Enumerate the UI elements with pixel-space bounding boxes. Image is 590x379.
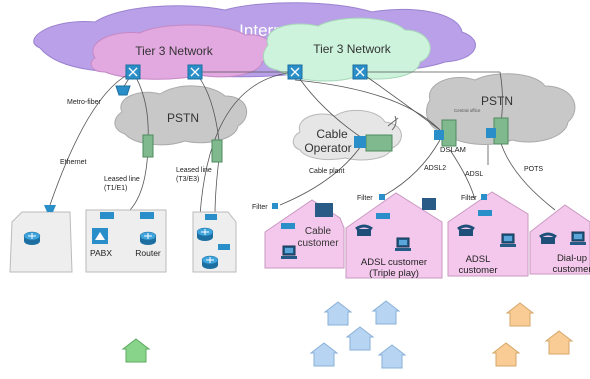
central-office-switch-icon	[434, 117, 509, 147]
cable-plant-label: Cable plant	[309, 168, 344, 175]
metro-fiber-switch-icon	[115, 85, 131, 96]
green-house-icon	[122, 338, 150, 363]
orange-house-cluster-icon	[492, 302, 573, 367]
cable-operator-head-end-icon	[354, 115, 399, 152]
dslam-label: DSLAM	[440, 145, 466, 154]
adsl-customer-label-1: ADSL	[466, 254, 491, 265]
leased-t1-label-1: Leased line	[104, 176, 140, 183]
tier3-left-label: Tier 3 Network	[135, 44, 214, 58]
tier3-right-router-icon	[287, 64, 303, 80]
dialup-customer-label-1: Dial-up	[557, 253, 587, 264]
t3-building	[192, 211, 237, 273]
metro-fiber-label: Metro-fiber	[67, 99, 102, 106]
adsl2-filter-label: Filter	[357, 195, 373, 202]
adsl-filter-label: Filter	[461, 195, 477, 202]
leased-t3-label-2: (T3/E3)	[176, 176, 199, 183]
ethernet-building	[9, 205, 73, 273]
dialup-customer-house: Dial-up customer	[529, 204, 590, 275]
tier3-left-router-icon-2	[187, 64, 203, 80]
central-office-label: Central office	[454, 108, 481, 113]
pstn-right-label: PSTN	[481, 94, 513, 108]
leased-t1-label-2: (T1/E1)	[104, 185, 127, 192]
leased-t3-label-1: Leased line	[176, 167, 212, 174]
t1-building: PABX Router	[85, 209, 167, 273]
adsl-label: ADSL	[465, 171, 483, 178]
cable-operator-label-1: Cable	[316, 127, 348, 141]
adsl-filter: Filter	[461, 194, 487, 202]
tier3-right-router-icon-2	[352, 64, 368, 80]
pabx-icon	[92, 228, 108, 244]
adsl2-filter: Filter	[357, 194, 385, 202]
pstn-left-switch-icon	[142, 134, 223, 163]
dialup-customer-label-2: customer	[552, 264, 590, 275]
triple-play-label-2: (Triple play)	[369, 268, 419, 279]
pabx-label: PABX	[90, 248, 112, 258]
pstn-left-label: PSTN	[167, 111, 199, 125]
adsl-customer-house: ADSL customer	[447, 191, 529, 277]
adsl2-label: ADSL2	[424, 165, 446, 172]
tier3-right-label: Tier 3 Network	[313, 42, 392, 56]
adsl-customer-label-2: customer	[458, 265, 497, 276]
triple-play-customer-house: ADSL customer (Triple play)	[345, 192, 443, 279]
cable-operator-label-2: Operator	[304, 141, 351, 155]
cable-filter: Filter	[252, 203, 278, 211]
cable-customer-house: Cable customer	[264, 199, 345, 269]
ethernet-label: Ethernet	[60, 159, 87, 166]
cable-filter-label: Filter	[252, 204, 268, 211]
pots-label: POTS	[524, 166, 543, 173]
cable-customer-label-1: Cable	[305, 226, 332, 237]
tier3-left-router-icon	[125, 64, 141, 80]
cable-customer-label-2: customer	[297, 238, 339, 249]
blue-house-cluster-icon	[310, 300, 406, 369]
router-label: Router	[135, 248, 161, 258]
router-icon	[139, 231, 157, 246]
pstn-right-cloud: PSTN Central office	[426, 73, 576, 145]
tier3-right-cloud: Tier 3 Network	[262, 17, 431, 82]
triple-play-label-1: ADSL customer	[361, 257, 427, 268]
